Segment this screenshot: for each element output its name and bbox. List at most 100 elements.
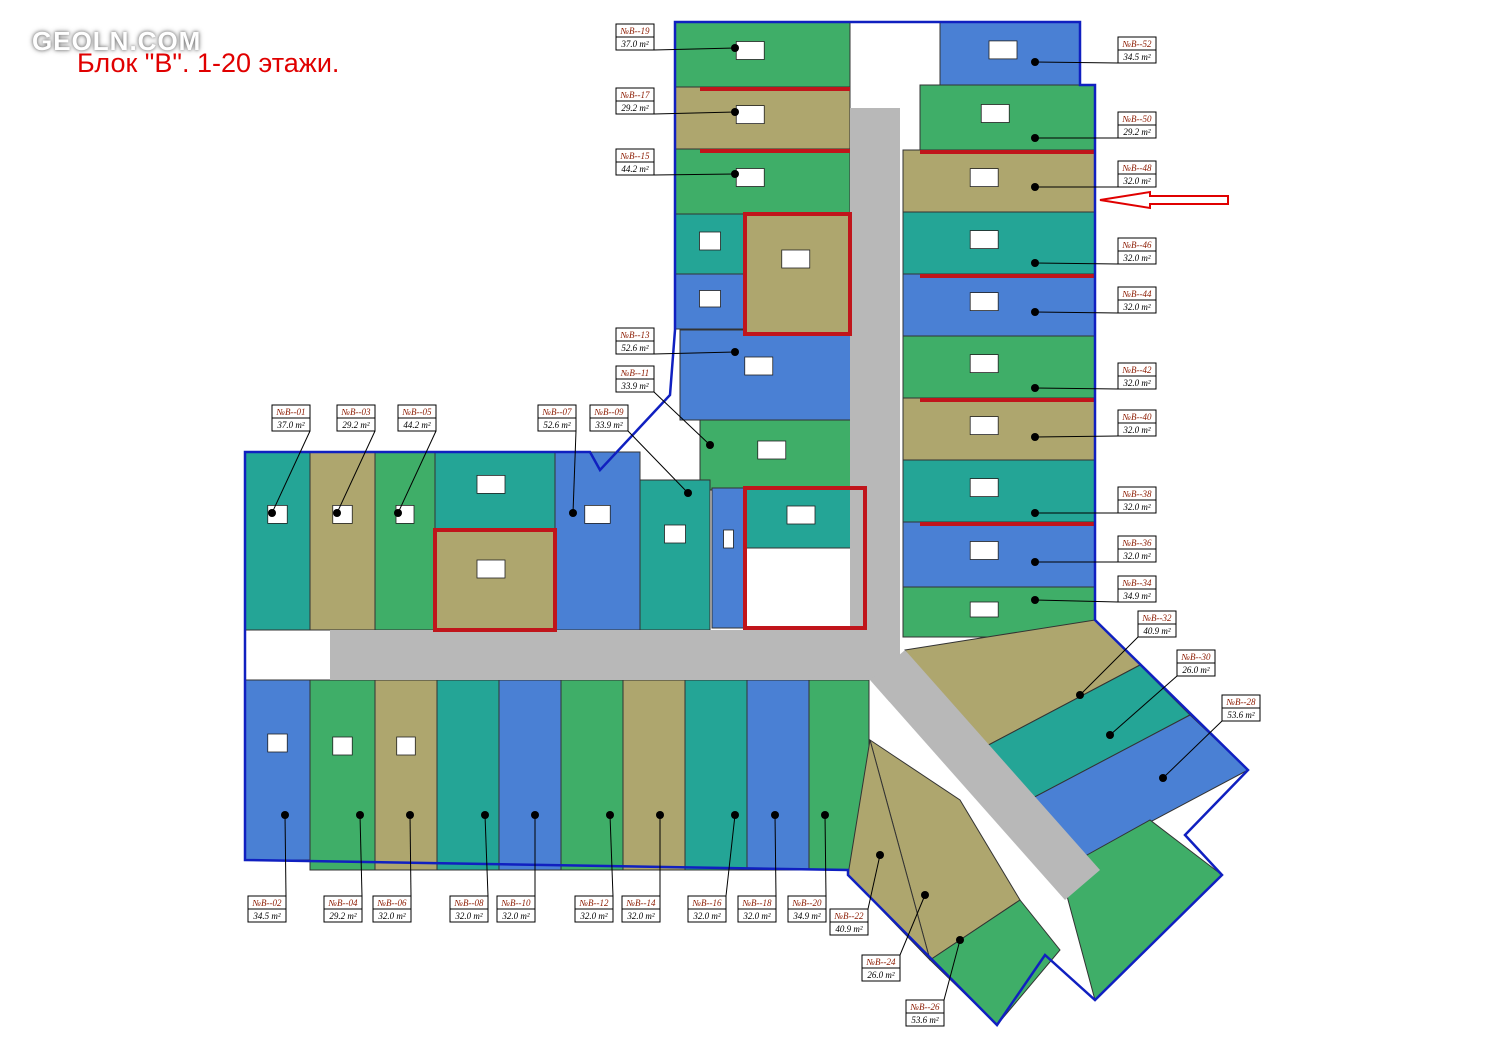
furniture-bed: [969, 168, 999, 188]
unit-marker-dot: [821, 811, 829, 819]
unit-number: №B--48: [1122, 163, 1152, 173]
unit-area: 32.0 m²: [1122, 425, 1150, 435]
leader-line: [1034, 262, 1119, 265]
unit-area: 32.0 m²: [1122, 551, 1150, 561]
room-olive: [902, 149, 1096, 213]
partition-wall: [700, 149, 850, 153]
furniture-bed: [969, 478, 999, 498]
room-blue: [746, 679, 810, 871]
unit-number: №B--30: [1181, 652, 1211, 662]
unit-marker-dot: [1076, 691, 1084, 699]
unit-number: №B--52: [1122, 39, 1152, 49]
partition-wall: [920, 274, 1095, 278]
unit-number: №B--08: [454, 898, 484, 908]
unit-area: 32.0 m²: [626, 911, 654, 921]
unit-area: 37.0 m²: [620, 39, 648, 49]
unit-marker-dot: [921, 891, 929, 899]
corridors-layer: [330, 87, 1100, 900]
unit-area: 40.9 m²: [835, 924, 862, 934]
room-olive: [744, 213, 851, 335]
corridor-horizontal: [330, 630, 890, 680]
room-blue: [902, 273, 1096, 337]
unit-number: №B--03: [341, 407, 371, 417]
leader-line: [653, 391, 711, 446]
furniture-bed: [267, 733, 288, 753]
room-teal: [684, 679, 748, 871]
unit-number: №B--44: [1122, 289, 1152, 299]
partition-wall: [920, 150, 1095, 154]
unit-area: 40.9 m²: [1143, 626, 1170, 636]
room-teal: [639, 479, 711, 631]
leader-line: [484, 814, 489, 897]
unit-number: №B--06: [377, 898, 407, 908]
unit-marker-dot: [1031, 384, 1039, 392]
unit-area: 29.2 m²: [342, 420, 369, 430]
unit-marker-dot: [731, 44, 739, 52]
room-olive: [434, 529, 556, 631]
unit-number: №B--12: [579, 898, 609, 908]
leader-line: [867, 854, 881, 910]
leader-line: [409, 814, 412, 897]
furniture-bed: [969, 230, 999, 250]
unit-marker-dot: [731, 348, 739, 356]
unit-area: 34.9 m²: [792, 911, 820, 921]
unit-number: №B--15: [620, 151, 650, 161]
building-outline: [243, 20, 1250, 1027]
unit-area: 32.0 m²: [692, 911, 720, 921]
leader-line: [336, 430, 376, 514]
leader-line: [943, 939, 961, 1001]
leader-line: [774, 814, 777, 897]
unit-marker-dot: [1031, 596, 1039, 604]
partition-wall: [700, 87, 850, 91]
room-teal: [244, 451, 311, 631]
unit-marker-dot: [1031, 433, 1039, 441]
unit-number: №B--17: [620, 90, 650, 100]
unit-marker-dot: [731, 811, 739, 819]
furniture-bed: [699, 231, 721, 251]
room-blue: [244, 679, 311, 861]
unit-number: №B--42: [1122, 365, 1152, 375]
leader-line: [1034, 387, 1119, 390]
exterior-wall: [243, 20, 1250, 1027]
corridor-vertical: [850, 108, 900, 668]
unit-label: №B--03 29.2 m²: [333, 404, 376, 517]
unit-area: 32.0 m²: [1122, 378, 1150, 388]
unit-label: №B--02 34.5 m²: [247, 811, 289, 923]
unit-area: 26.0 m²: [1182, 665, 1209, 675]
unit-area: 34.5 m²: [252, 911, 280, 921]
unit-area: 33.9 m²: [620, 381, 648, 391]
unit-marker-dot: [1031, 134, 1039, 142]
unit-label: №B--01 37.0 m²: [268, 404, 311, 517]
furniture-bed: [735, 41, 765, 60]
unit-number: №B--36: [1122, 538, 1152, 548]
unit-marker-dot: [731, 108, 739, 116]
unit-area: 32.0 m²: [742, 911, 770, 921]
furniture-bed: [757, 440, 787, 460]
stair-core-wall: [433, 528, 557, 632]
unit-number: №B--01: [276, 407, 306, 417]
unit-area: 29.2 m²: [621, 103, 648, 113]
leader-line: [1109, 675, 1178, 736]
unit-number: №B--10: [501, 898, 531, 908]
unit-marker-dot: [706, 441, 714, 449]
unit-number: №B--24: [866, 957, 896, 967]
unit-area: 37.0 m²: [276, 420, 304, 430]
unit-number: №B--02: [252, 898, 282, 908]
room-olive: [309, 451, 376, 631]
unit-number: №B--38: [1122, 489, 1152, 499]
